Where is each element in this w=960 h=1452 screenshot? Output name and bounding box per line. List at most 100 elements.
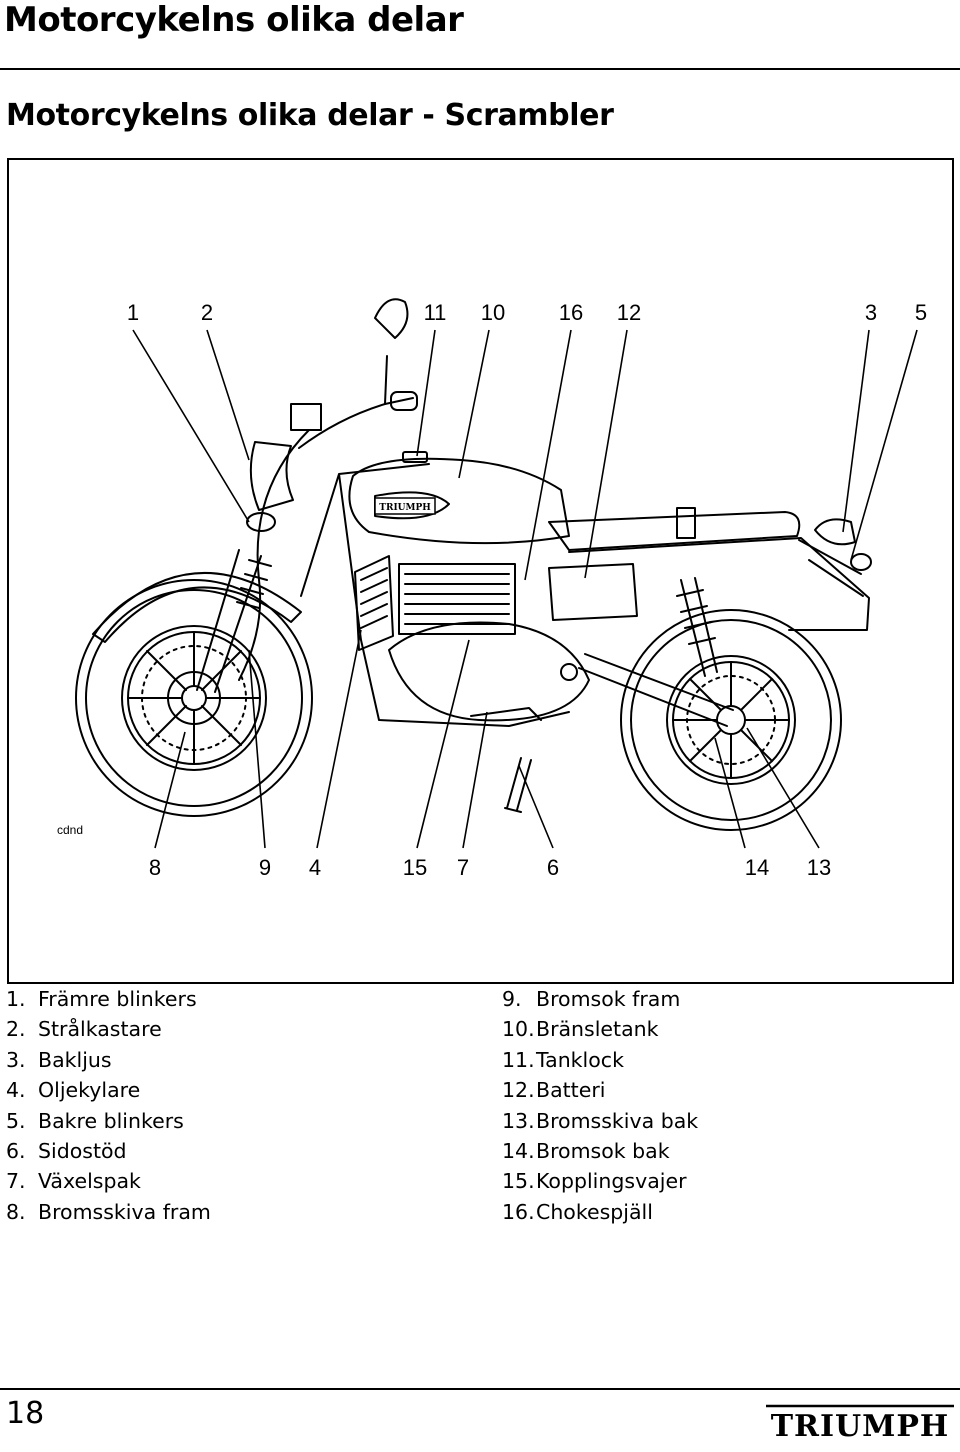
legend-number: 8. [6,1199,26,1224]
legend-number: 14. [502,1138,535,1163]
legend-item: 8. Bromsskiva fram [6,1197,211,1227]
brake-hose [238,429,310,681]
motorcycle-illustration: TRIUMPH 1 2 11 10 16 [57,298,927,880]
legend-item: 13.Bromsskiva bak [502,1106,698,1136]
front-wheel [75,579,313,817]
legend-label: Bromsskiva bak [536,1108,699,1133]
mirror [374,298,409,405]
callout-1: 1 [127,300,139,325]
legend-item: 10.Bränsletank [502,1014,698,1044]
legend-number: 4. [6,1078,26,1103]
front-fender [92,572,302,643]
svg-text:TRIUMPH: TRIUMPH [379,503,431,513]
top-divider [0,68,960,70]
side-panel [548,563,638,621]
legend-item: 4. Oljekylare [6,1075,211,1105]
handlebar [298,397,414,449]
callout-16: 16 [559,300,583,325]
legend-label: Bromsskiva fram [38,1199,211,1224]
legend-item: 1.Främre blinkers [6,984,211,1014]
bottom-callouts: 8 9 4 15 7 6 14 13 [149,855,831,880]
legend-number: 2. [6,1017,26,1042]
callout-11: 11 [424,300,447,325]
tail-light [814,518,856,546]
front-fork [196,549,262,693]
legend-label: Bakre blinkers [38,1108,184,1133]
motorcycle-figure: TRIUMPH 1 2 11 10 16 [7,158,954,984]
tank-badge: TRIUMPH [374,497,436,515]
legend-item: 6. Sidostöd [6,1136,211,1166]
legend-label: Bränsletank [536,1017,659,1042]
callout-4: 4 [309,855,321,880]
gear-lever [470,707,542,721]
fuel-tank [348,457,570,545]
legend-number: 3. [6,1047,26,1072]
legend-item: 5. Bakre blinkers [6,1106,211,1136]
legend-item: 14.Bromsok bak [502,1136,698,1166]
brand-wordmark: TRIUMPH [771,1409,950,1442]
legend-number: 15. [502,1169,535,1194]
legend-label: Bakljus [38,1047,112,1072]
legend-item: 7. Växelspak [6,1166,211,1196]
callout-10: 10 [481,300,505,325]
front-indicator [246,512,276,532]
legend-number: 7. [6,1169,26,1194]
page-subtitle: Motorcykelns olika delar - Scrambler [6,98,614,133]
tank-cap [402,451,428,463]
figure-code: cdnd [57,823,83,837]
callout-14: 14 [745,855,769,880]
fork-gaiters [236,559,272,609]
legend-label: Oljekylare [38,1078,141,1103]
legend-label: Sidostöd [38,1138,127,1163]
callout-15: 15 [403,855,427,880]
legend-label: Växelspak [38,1169,141,1194]
swingarm [578,653,734,727]
rear-shock [680,577,718,677]
callout-5: 5 [915,300,927,325]
frame [300,463,570,727]
top-callouts: 1 2 11 10 16 12 3 5 [127,300,927,325]
legend-left: 1.Främre blinkers 2. Strålkastare 3. Baklj… [6,984,211,1227]
section-title: Motorcykelns olika delar [4,0,464,40]
legend-label: Tanklock [536,1047,624,1072]
legend-item: 11.Tanklock [502,1045,698,1075]
callout-3: 3 [865,300,877,325]
legend-item: 2. Strålkastare [6,1014,211,1044]
legend-item: 15.Kopplingsvajer [502,1166,698,1196]
legend-label: Strålkastare [38,1017,162,1042]
legend-label: Batteri [536,1078,606,1103]
triumph-logo: TRIUMPH [766,1404,954,1442]
legend-number: 5. [6,1108,26,1133]
legend-item: 16.Chokespjäll [502,1197,698,1227]
legend-item: 12.Batteri [502,1075,698,1105]
legend-number: 9. [502,987,522,1011]
headlight [249,441,294,511]
master-cylinder [290,403,322,431]
legend-item: 3. Bakljus [6,1045,211,1075]
legend-number: 16. [502,1199,535,1224]
callout-9: 9 [259,855,271,880]
rear-wheel [620,609,842,831]
rear-indicator [850,553,872,571]
engine-block [398,563,516,635]
legend-number: 11. [502,1047,535,1072]
oil-cooler [354,555,394,651]
legend-number: 12. [502,1078,535,1103]
legend-number: 13. [502,1108,535,1133]
legend-label: Bromsok bak [536,1138,670,1163]
engine-case [388,621,590,722]
bottom-divider [0,1388,960,1390]
legend-label: Bromsok fram [536,987,681,1011]
leader-lines [132,329,918,849]
callout-7: 7 [457,855,469,880]
grip [390,391,418,411]
page-number: 18 [6,1396,45,1431]
callout-2: 2 [201,300,213,325]
callout-12: 12 [617,300,641,325]
legend-item: 9. Bromsok fram [502,984,698,1014]
legend-number: 1. [6,987,26,1011]
seat [548,511,801,551]
legend-number: 10. [502,1017,535,1042]
callout-13: 13 [807,855,831,880]
legend-number: 6. [6,1138,26,1163]
